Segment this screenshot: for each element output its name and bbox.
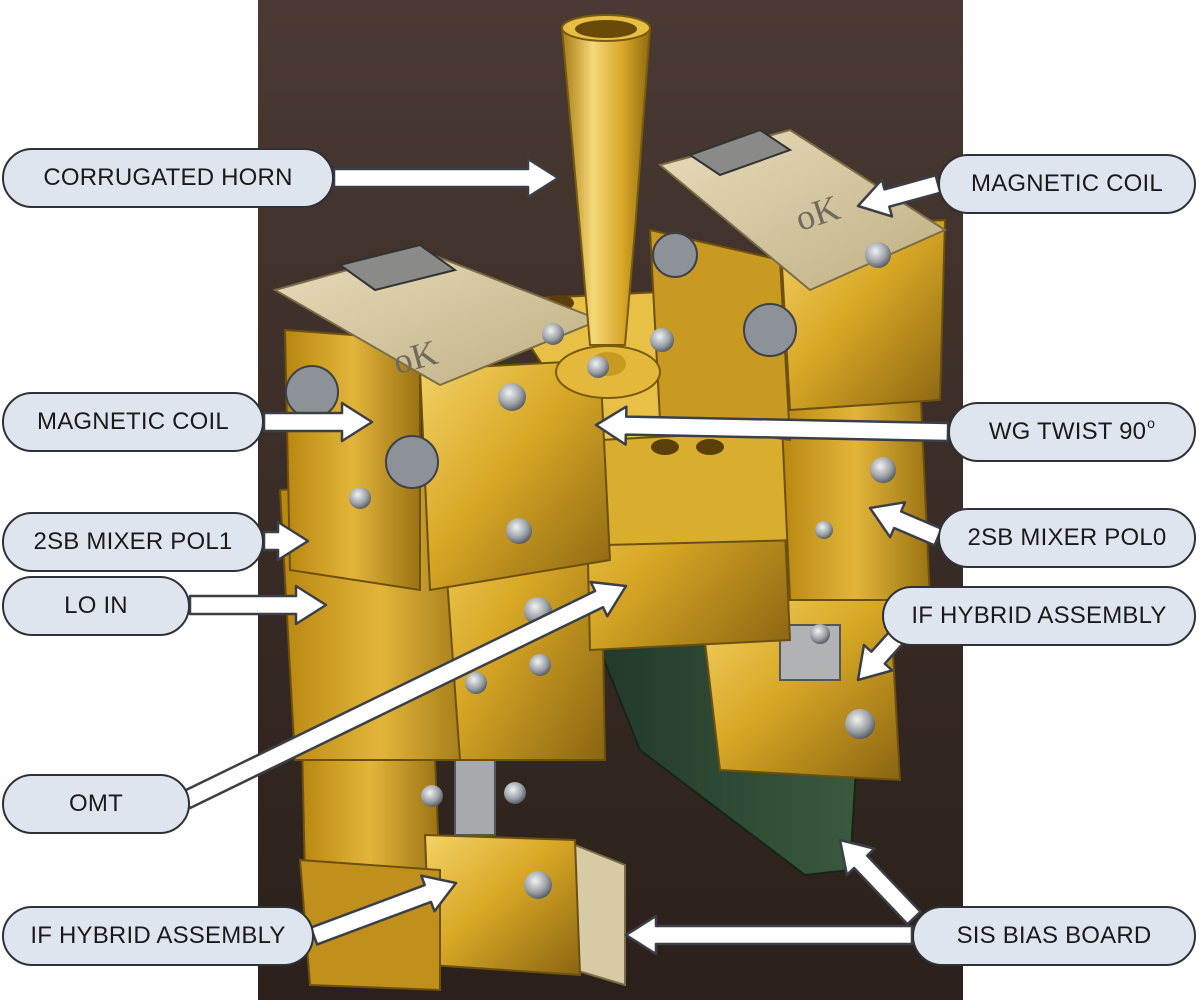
arrow-if-hybrid-left — [309, 874, 458, 946]
arrow-sis-bias-board-lower — [624, 914, 914, 956]
left-coil-block: oK — [272, 243, 612, 592]
arrow-wg-twist — [594, 405, 950, 446]
arrow-2sb-mixer-pol0 — [868, 501, 943, 547]
arrow-corrugated-horn — [332, 157, 560, 199]
label-if-hybrid-assembly-right: IF HYBRID ASSEMBLY — [882, 586, 1196, 646]
label-magnetic-coil-right: MAGNETIC COIL — [938, 154, 1196, 214]
label-if-hybrid-assembly-left: IF HYBRID ASSEMBLY — [2, 906, 314, 966]
callout-arrows — [180, 157, 950, 956]
label-2sb-mixer-pol1: 2SB MIXER POL1 — [2, 512, 264, 572]
label-sis-bias-board: SIS BIAS BOARD — [912, 906, 1196, 966]
arrow-magnetic-coil-right — [856, 174, 942, 218]
label-magnetic-coil-left: MAGNETIC COIL — [2, 392, 264, 452]
bottom-pcb-tab — [574, 843, 626, 987]
label-omt: OMT — [2, 774, 190, 834]
label-corrugated-horn: CORRUGATED HORN — [2, 148, 334, 208]
hardware — [285, 232, 896, 899]
corrugated-horn-shape — [555, 14, 661, 399]
arrow-2sb-mixer-pol1 — [262, 520, 310, 562]
arrow-magnetic-coil-left — [262, 401, 374, 443]
label-2sb-mixer-pol0: 2SB MIXER POL0 — [938, 508, 1196, 568]
arrow-lo-in — [188, 584, 328, 626]
arrow-sis-bias-board-upper — [838, 838, 922, 926]
arrow-omt — [180, 580, 628, 810]
label-lo-in: LO IN — [2, 576, 190, 636]
